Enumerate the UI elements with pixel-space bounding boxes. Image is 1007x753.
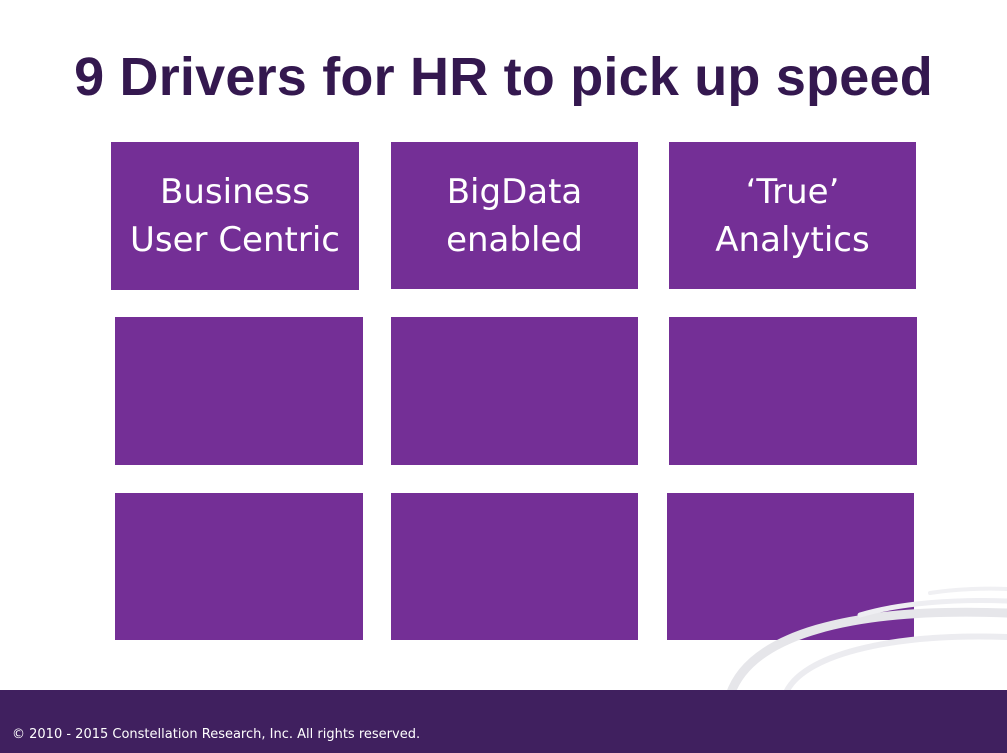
tile-label: BigData enabled (446, 171, 583, 260)
tile-empty-8 (391, 493, 638, 640)
tile-business-user-centric: Business User Centric (111, 142, 359, 290)
tile-label: ‘True’ Analytics (715, 171, 870, 260)
tile-true-analytics: ‘True’ Analytics (669, 142, 916, 289)
slide-title: 9 Drivers for HR to pick up speed (74, 47, 933, 107)
tile-empty-4 (115, 317, 363, 465)
footer-band: © 2010 - 2015 Constellation Research, In… (0, 690, 1007, 753)
tile-empty-7 (115, 493, 363, 640)
tile-bigdata-enabled: BigData enabled (391, 142, 638, 289)
tile-empty-5 (391, 317, 638, 465)
copyright-text: © 2010 - 2015 Constellation Research, In… (12, 727, 421, 742)
swoosh-decoration (725, 586, 1007, 695)
tile-label: Business User Centric (130, 172, 340, 260)
tile-empty-6 (669, 317, 917, 465)
